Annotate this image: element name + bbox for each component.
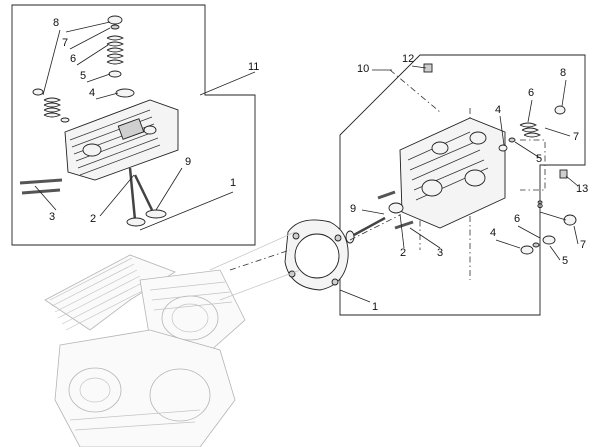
right-cylinder-head [399, 117, 506, 229]
callout-2-right: 2 [400, 247, 406, 259]
left-valve-seat-washer [108, 70, 135, 98]
left-cylinder-head [64, 99, 179, 181]
callout-6-right-top: 6 [528, 87, 534, 99]
callout-6-left: 6 [70, 53, 76, 65]
right-studs [377, 190, 414, 230]
callout-3-right: 3 [437, 247, 443, 259]
right-group-frame [339, 54, 586, 316]
callout-5-left: 5 [80, 70, 86, 82]
callout-8-right-bottom: 8 [537, 199, 543, 211]
callout-12: 12 [402, 53, 414, 65]
right-valve-train-bottom [520, 214, 577, 255]
callout-10: 10 [357, 63, 369, 75]
engine-block-illustration [44, 231, 301, 447]
callout-5-right-top: 5 [536, 153, 542, 165]
callout-4-right-bottom: 4 [490, 227, 496, 239]
right-valve-train-top [498, 105, 566, 152]
callout-13: 13 [576, 183, 588, 195]
callout-4-right-top: 4 [495, 104, 501, 116]
left-valve [126, 167, 167, 227]
callout-8-left: 8 [53, 17, 59, 29]
callout-4-left: 4 [89, 87, 95, 99]
callout-8-right-top: 8 [560, 67, 566, 79]
left-group-frame [11, 4, 256, 246]
callout-7-left: 7 [62, 37, 68, 49]
callout-3-left: 3 [49, 211, 55, 223]
callout-9-left: 9 [185, 156, 191, 168]
callout-5-right-bottom: 5 [562, 255, 568, 267]
callout-7-right-bottom: 7 [580, 239, 586, 251]
left-valve-spring [106, 35, 125, 65]
head-gasket [284, 219, 349, 291]
callout-2-left: 2 [90, 213, 96, 225]
callout-6-right-bottom: 6 [514, 213, 520, 225]
left-valve-retainer-top [107, 15, 123, 30]
callout-11: 11 [248, 61, 259, 73]
left-head-stud [19, 178, 63, 195]
callout-7-right-top: 7 [573, 131, 579, 143]
left-valve-spring-2 [32, 88, 70, 123]
callout-9-right: 9 [350, 203, 356, 215]
callout-1-gasket: 1 [372, 301, 378, 313]
right-valve [345, 202, 404, 244]
callout-1-left: 1 [230, 177, 236, 189]
right-bolt-13 [559, 169, 568, 179]
